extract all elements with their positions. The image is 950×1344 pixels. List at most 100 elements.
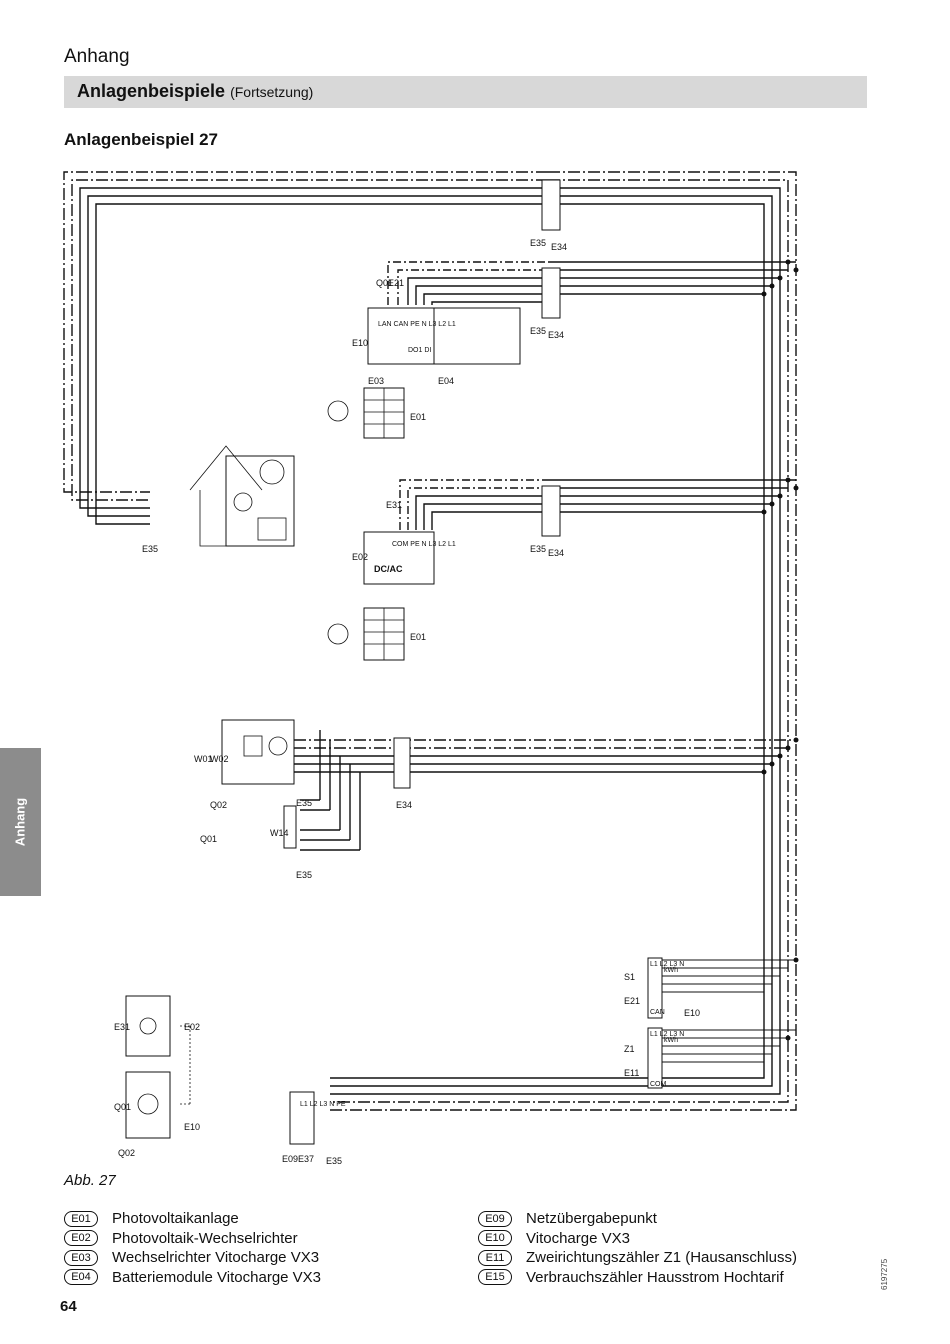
- page-number: 64: [60, 1298, 77, 1315]
- code-e35-2: E35: [530, 326, 546, 336]
- title-bar: Anlagenbeispiele (Fortsetzung): [64, 76, 867, 108]
- page-title: Anlagenbeispiele (Fortsetzung): [77, 81, 313, 102]
- code-q01-2: Q01: [200, 834, 217, 844]
- legend-code: E15: [478, 1269, 512, 1286]
- inverter-terminals-label: LAN CAN PE N L3 L2 L1: [378, 321, 456, 328]
- code-e03: E03: [368, 376, 384, 386]
- code-e34-2: E34: [548, 330, 564, 340]
- code-s1: S1: [624, 972, 635, 982]
- code-e31-2: E31: [114, 1022, 130, 1032]
- fuse-box-4: [393, 737, 411, 789]
- legend-text: Vitocharge VX3: [526, 1229, 630, 1247]
- code-e35-5: E35: [296, 870, 312, 880]
- legend-text: Batteriemodule Vitocharge VX3: [112, 1268, 322, 1286]
- code-e34-3: E34: [548, 548, 564, 558]
- legend-code: E04: [64, 1269, 98, 1286]
- legend-text: Verbrauchszähler Hausstrom Hochtarif: [526, 1268, 784, 1286]
- code-e31: E31: [386, 500, 402, 510]
- grid-connection: [289, 1091, 315, 1145]
- l3-bus: [330, 203, 765, 1079]
- legend-text: Photovoltaikanlage: [112, 1210, 239, 1228]
- code-e02-2: E02: [184, 1022, 200, 1032]
- meter-z1: [647, 1027, 663, 1089]
- code-e01-2: E01: [410, 632, 426, 642]
- meter-com: COM: [650, 1081, 667, 1088]
- grid-terms-label: L1 L2 L3 N PE: [300, 1101, 346, 1108]
- legend-code: E09: [478, 1210, 512, 1227]
- meter-can: CAN: [650, 1009, 665, 1016]
- code-w02: W02: [210, 754, 229, 764]
- heat-pump: [221, 719, 295, 785]
- document-number: 6197275: [880, 1258, 889, 1290]
- code-e01-1: E01: [410, 412, 426, 422]
- figure-caption: Abb. 27: [64, 1172, 116, 1189]
- legend-item: E10 Vitocharge VX3: [478, 1229, 797, 1249]
- code-z1: Z1: [624, 1044, 635, 1054]
- dcac-label: DC/AC: [374, 564, 403, 574]
- code-e21-2: E21: [624, 996, 640, 1006]
- l-line-1: [79, 187, 548, 509]
- legend-item: E15 Verbrauchszähler Hausstrom Hochtarif: [478, 1268, 797, 1288]
- l-line-2: [87, 195, 548, 517]
- code-w14: W14: [270, 828, 289, 838]
- code-e35-3: E35: [530, 544, 546, 554]
- code-e10-1: E10: [352, 338, 368, 348]
- legend-code: E02: [64, 1230, 98, 1247]
- code-e11: E11: [624, 1068, 639, 1078]
- meter-terms-bottom: L1 L2 L3 N: [650, 1031, 684, 1038]
- code-e09: E09: [282, 1154, 298, 1164]
- meter-terms-top: L1 L2 L3 N: [650, 961, 684, 968]
- legend-code: E11: [478, 1249, 512, 1266]
- code-e35-6: E35: [326, 1156, 342, 1166]
- legend-item: E09 Netzübergabepunkt: [478, 1209, 797, 1229]
- pe-bus: [330, 171, 797, 1111]
- legend-item: E11 Zweirichtungszähler Z1 (Hausanschluss…: [478, 1248, 797, 1268]
- code-e02: E02: [352, 552, 368, 562]
- side-tab[interactable]: Anhang: [0, 748, 41, 896]
- page-title-main: Anlagenbeispiele: [77, 81, 226, 101]
- l2-bus: [330, 195, 773, 1087]
- legend-text: Wechselrichter Vitocharge VX3: [112, 1249, 320, 1267]
- legend-item: E02 Photovoltaik-Wechselrichter: [64, 1229, 321, 1249]
- code-e37: E37: [298, 1154, 314, 1164]
- pe-line-top: [63, 171, 548, 493]
- code-e34-1: E34: [551, 242, 567, 252]
- legend-code: E01: [64, 1210, 98, 1227]
- meter-kwh-2: kWh: [664, 1037, 678, 1044]
- code-q01-3: Q01: [114, 1102, 131, 1112]
- meter-s1: [647, 957, 663, 1019]
- grid-symbol-box: [125, 1071, 171, 1139]
- dcac-inverter: [363, 531, 435, 585]
- fuse-box-2: [541, 267, 561, 319]
- fuse-box-1: [541, 179, 561, 231]
- code-w01: W01: [194, 754, 213, 764]
- legend-text: Netzübergabepunkt: [526, 1210, 657, 1228]
- code-e04: E04: [438, 376, 454, 386]
- legend-left: E01 Photovoltaikanlage E02 Photovoltaik-We…: [64, 1209, 321, 1287]
- legend-code: E10: [478, 1230, 512, 1247]
- legend-item: E01 Photovoltaikanlage: [64, 1209, 321, 1229]
- pv-module-box: [125, 995, 171, 1057]
- code-q02-1: Q02: [210, 800, 227, 810]
- legend-right: E09 Netzübergabepunkt E10 Vitocharge VX3 E…: [478, 1209, 797, 1287]
- legend-code: E03: [64, 1249, 98, 1266]
- l1-bus: [330, 187, 781, 1095]
- code-q02-2: Q02: [118, 1148, 135, 1158]
- n-bus: [330, 179, 789, 1103]
- section-label: Anhang: [64, 46, 130, 67]
- code-e10-2: E10: [684, 1008, 700, 1018]
- do-di-label: DO1 DI: [408, 347, 431, 354]
- legend-item: E03 Wechselrichter Vitocharge VX3: [64, 1248, 321, 1268]
- code-e35-4: E35: [296, 798, 312, 808]
- example-heading: Anlagenbeispiel 27: [64, 130, 218, 149]
- meter-kwh-1: kWh: [664, 967, 678, 974]
- legend-text: Photovoltaik-Wechselrichter: [112, 1229, 298, 1247]
- code-q01-1: Q01: [376, 278, 393, 288]
- fuse-box-3: [541, 485, 561, 537]
- legend-item: E04 Batteriemodule Vitocharge VX3: [64, 1268, 321, 1288]
- l-line-3: [95, 203, 548, 525]
- legend-text: Zweirichtungszähler Z1 (Hausanschluss): [526, 1249, 797, 1267]
- dcac-terminals-label: COM PE N L3 L2 L1: [392, 541, 456, 548]
- code-e21-1: E21: [388, 278, 404, 288]
